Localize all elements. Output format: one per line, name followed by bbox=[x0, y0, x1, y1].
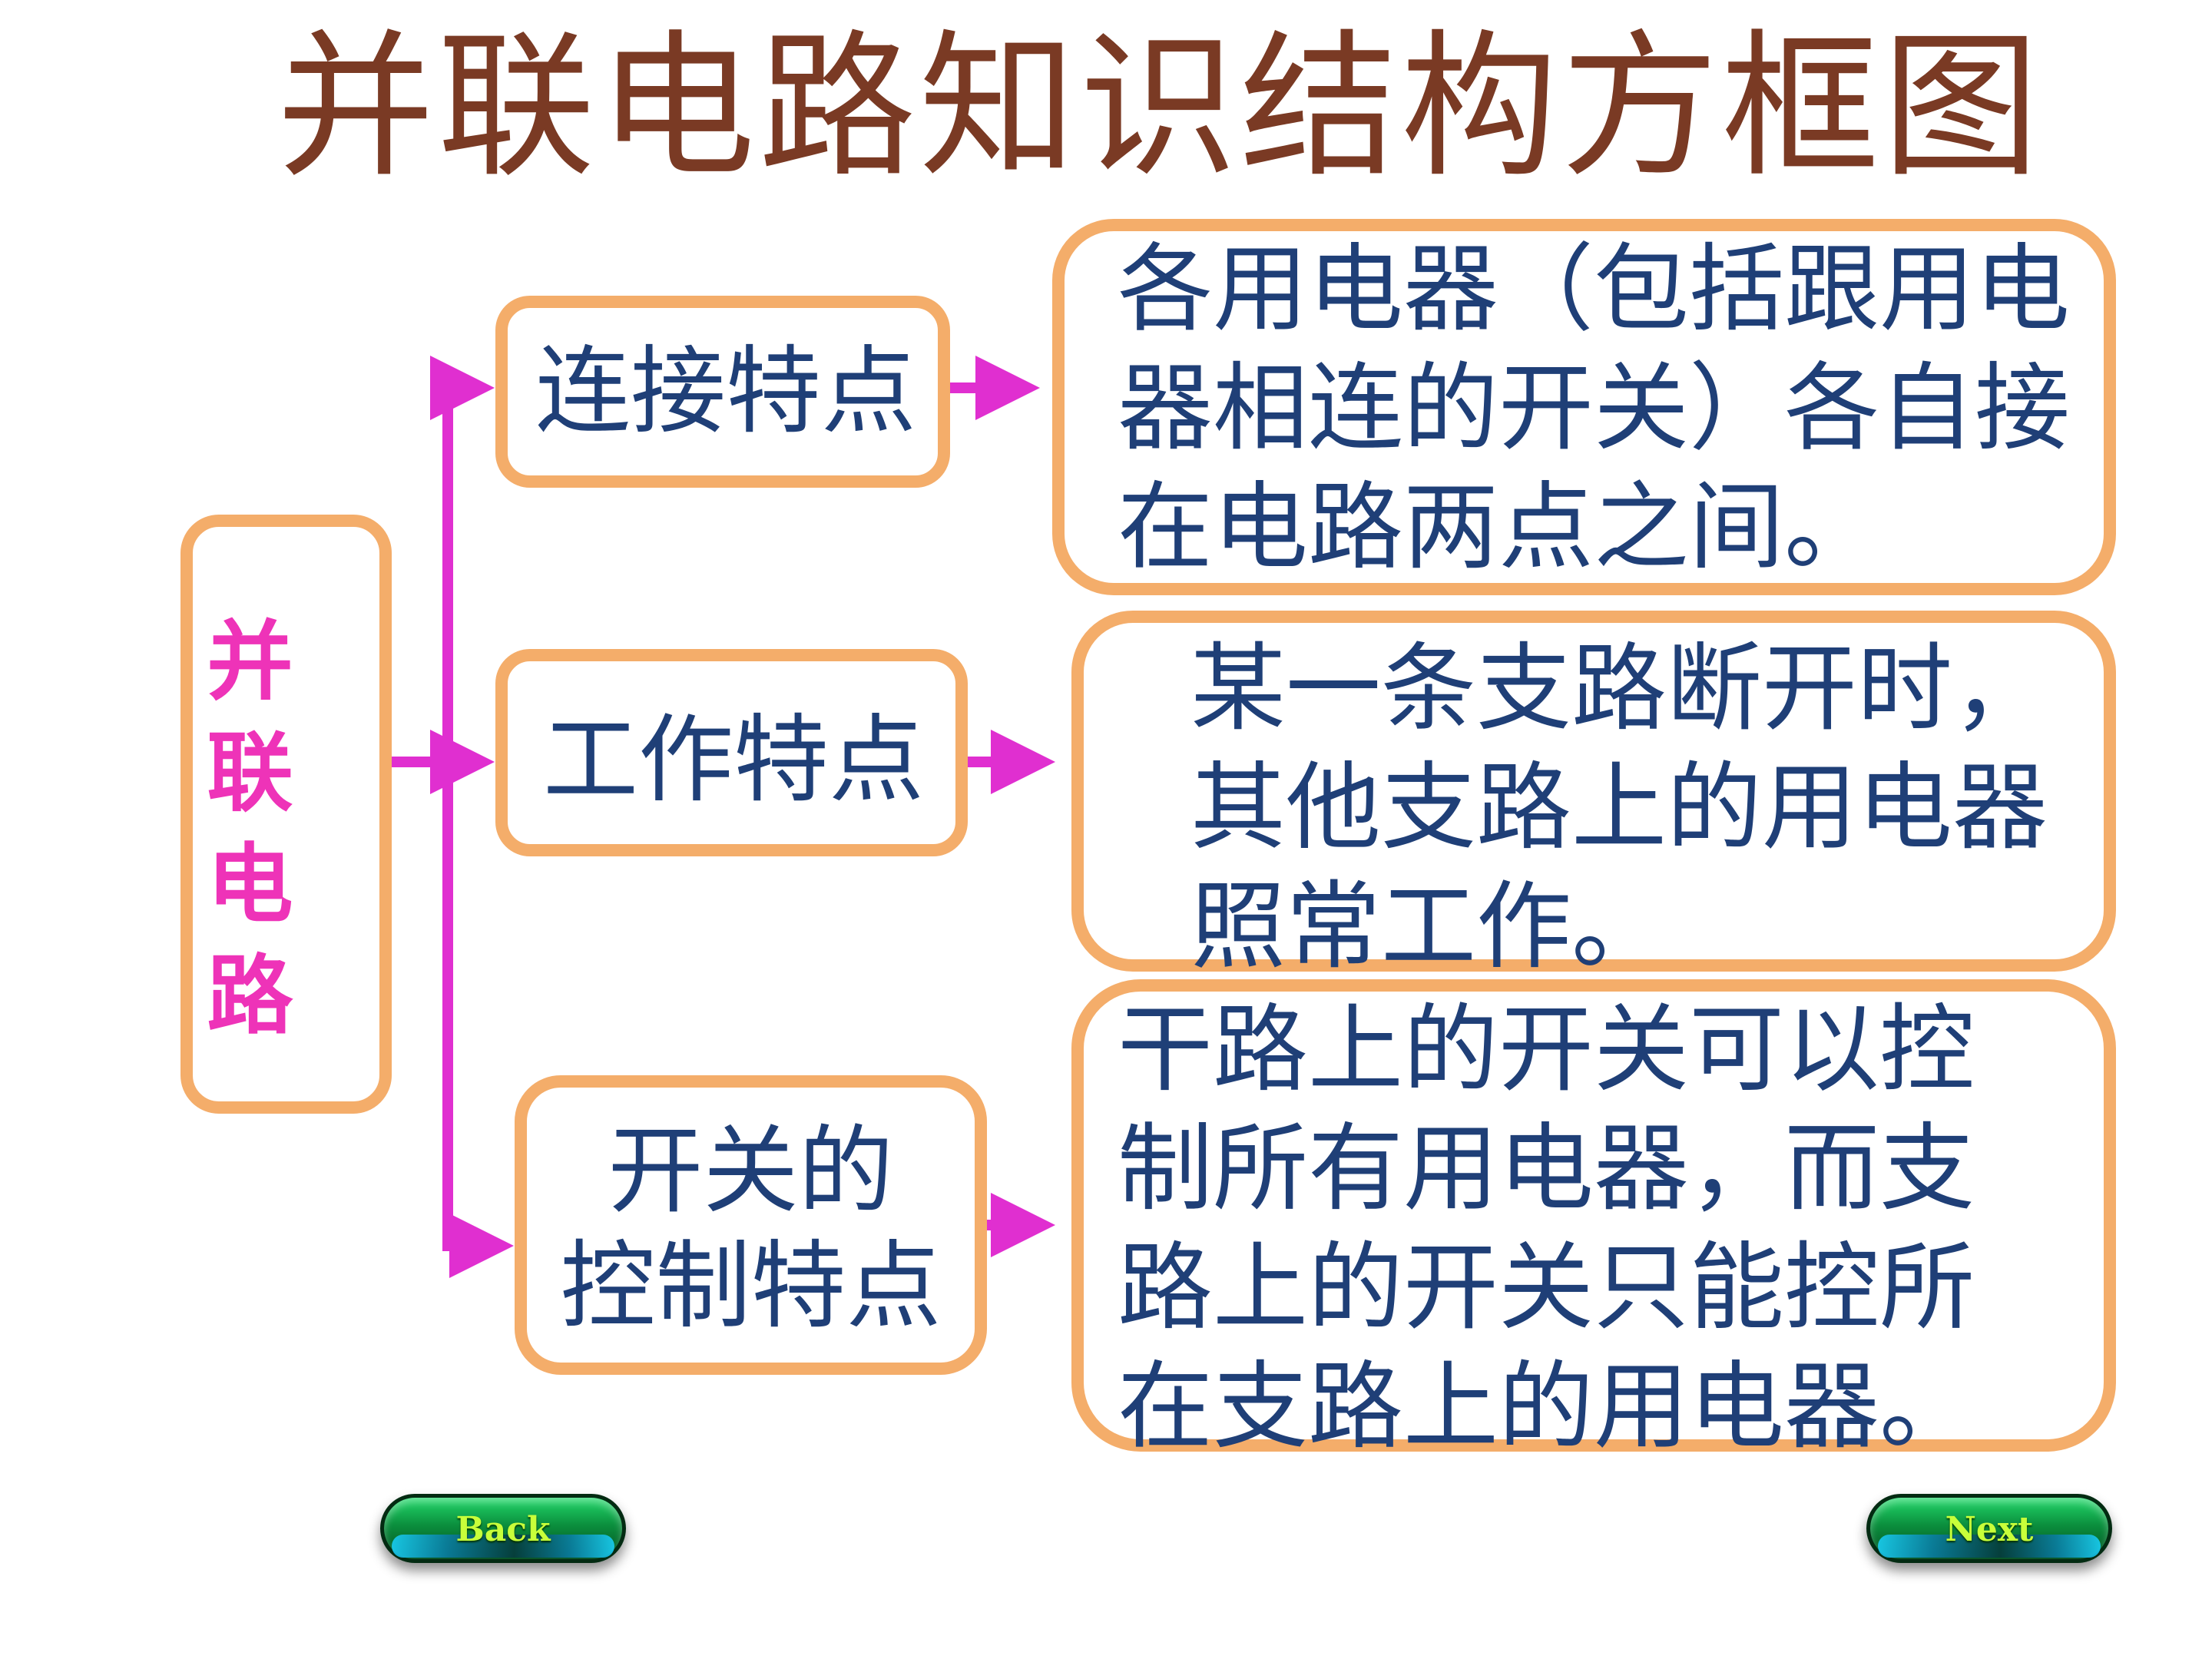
page-title: 并联电路知识结构方框图 bbox=[276, 16, 2043, 199]
root-box bbox=[180, 515, 392, 1114]
connection-feature-label: 连接特点 bbox=[535, 336, 916, 447]
working-feature-box bbox=[495, 649, 968, 856]
root-char: 联 bbox=[207, 724, 293, 823]
working-desc-text: 某一条支路断开时， 其他支路上的用电器 照常工作。 bbox=[1190, 634, 2048, 982]
back-button[interactable]: Back bbox=[380, 1494, 626, 1563]
switch-desc-text: 干路上的开关可以控 制所有用电器，而支 路上的开关只能控所 在支路上的用电器。 bbox=[1118, 995, 1975, 1462]
connection-desc-box bbox=[1052, 219, 2116, 595]
working-desc-box bbox=[1071, 611, 2116, 972]
connection-desc-text: 各用电器（包括跟用电 器相连的开关）各自接 在电路两点之间。 bbox=[1118, 234, 2071, 583]
back-button-label: Back bbox=[455, 1510, 551, 1549]
switch-desc-box bbox=[1071, 979, 2116, 1452]
switch-control-box bbox=[515, 1075, 987, 1375]
root-char: 电 bbox=[207, 835, 293, 935]
connection-feature-box bbox=[495, 296, 950, 488]
next-button[interactable]: Next bbox=[1866, 1494, 2112, 1563]
root-label: 并 联 电 路 bbox=[194, 607, 306, 1052]
root-char: 路 bbox=[207, 946, 293, 1046]
working-feature-label: 工作特点 bbox=[542, 705, 924, 816]
switch-control-label: 开关的 控制特点 bbox=[560, 1116, 942, 1342]
root-char: 并 bbox=[207, 612, 293, 712]
next-button-label: Next bbox=[1945, 1510, 2034, 1549]
